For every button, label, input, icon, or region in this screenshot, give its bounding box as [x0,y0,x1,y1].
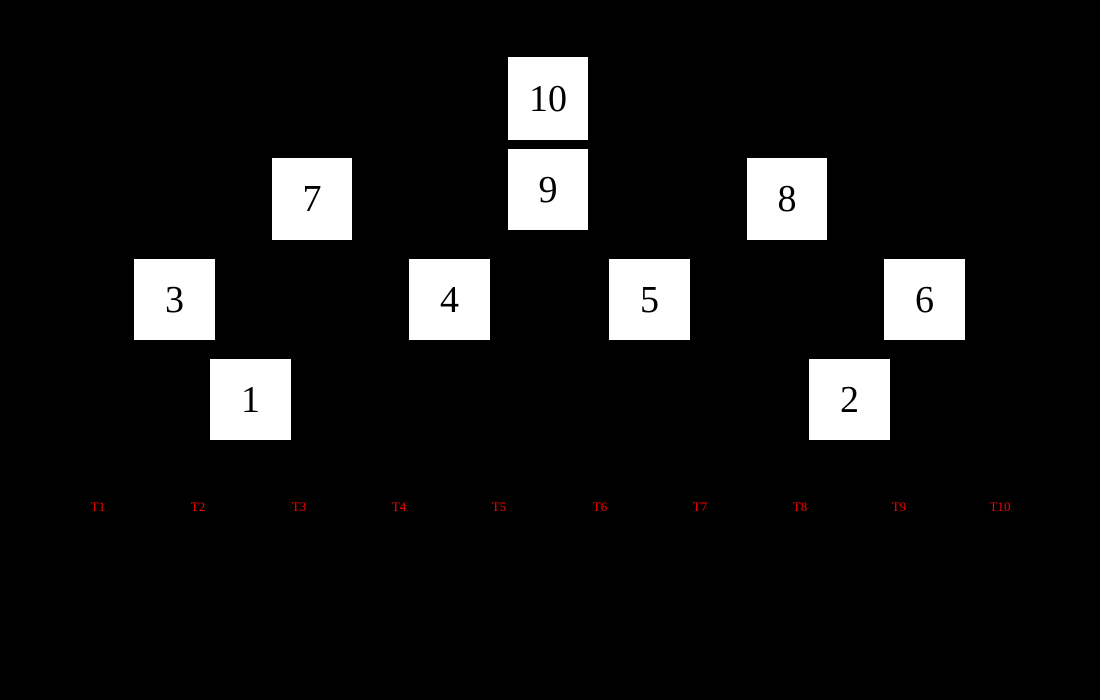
axis-tick-label: T4 [391,499,407,514]
axis-tick-label: T2 [190,499,206,514]
axis-tick-label: T8 [792,499,808,514]
node-box[interactable]: 1 [210,359,291,440]
axis-tick-label: T10 [989,499,1011,514]
node-box[interactable]: 6 [884,259,965,340]
axis-tick-label: T5 [491,499,507,514]
axis-tick-label: T7 [692,499,708,514]
node-box[interactable]: 4 [409,259,490,340]
axis-tick-label: T9 [891,499,907,514]
axis-tick-label: T6 [592,499,608,514]
node-box[interactable]: 8 [747,158,827,240]
axis-tick-label: T3 [291,499,307,514]
node-box[interactable]: 3 [134,259,215,340]
node-box[interactable]: 9 [508,149,588,230]
node-box[interactable]: 2 [809,359,890,440]
node-box[interactable]: 5 [609,259,690,340]
axis-tick-label: T1 [90,499,106,514]
node-box[interactable]: 10 [508,57,588,140]
node-box[interactable]: 7 [272,158,352,240]
